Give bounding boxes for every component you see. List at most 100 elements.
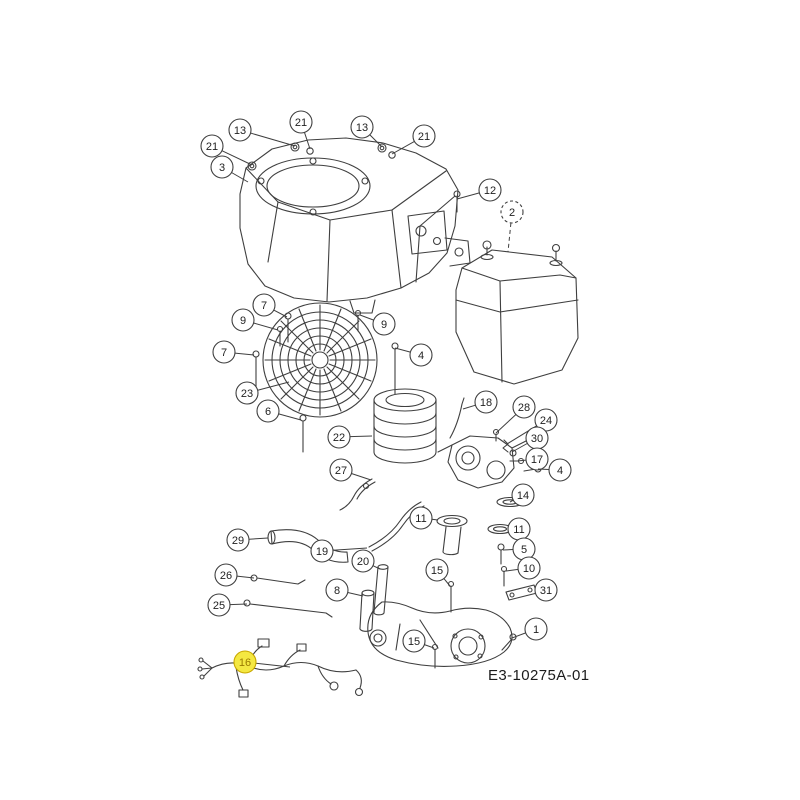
- callout-21[interactable]: 21: [391, 124, 436, 155]
- callout-number: 21: [295, 117, 307, 129]
- callout-balloon[interactable]: [231, 308, 255, 332]
- callout-balloon[interactable]: [214, 563, 238, 587]
- callout-balloon[interactable]: [350, 115, 374, 139]
- leader-line: [257, 381, 290, 391]
- callout-number: 1: [533, 624, 539, 636]
- callout-9[interactable]: 9: [359, 312, 396, 336]
- callout-27[interactable]: 27: [329, 458, 372, 482]
- callout-20[interactable]: 20: [351, 549, 381, 573]
- leader-line: [332, 547, 368, 551]
- leader-line: [462, 404, 476, 410]
- callout-number: 4: [557, 465, 563, 477]
- callout-11[interactable]: 11: [409, 506, 439, 530]
- callout-8[interactable]: 8: [325, 578, 364, 602]
- callout-number: 19: [316, 546, 328, 558]
- callout-number: 4: [418, 350, 424, 362]
- callout-number: 3: [219, 162, 225, 174]
- callout-13[interactable]: 13: [228, 118, 296, 147]
- callout-balloon[interactable]: [425, 558, 449, 582]
- callout-balloon[interactable]: [409, 343, 433, 367]
- callout-balloon[interactable]: [210, 155, 234, 179]
- callout-7[interactable]: 7: [212, 340, 255, 364]
- callout-balloon[interactable]: [534, 578, 558, 602]
- callout-balloon[interactable]: [512, 395, 536, 419]
- callout-balloon[interactable]: [548, 458, 572, 482]
- callout-balloon[interactable]: [256, 399, 280, 423]
- callout-15[interactable]: 15: [425, 558, 451, 587]
- callout-11[interactable]: 11: [507, 517, 531, 541]
- callout-15[interactable]: 15: [402, 629, 435, 653]
- callout-7[interactable]: 7: [252, 293, 288, 318]
- leader-line: [394, 347, 411, 353]
- callout-balloon[interactable]: [212, 340, 236, 364]
- wiring-harness-drawing: [197, 638, 364, 698]
- callout-balloon[interactable]: [310, 539, 334, 563]
- callout-number: 27: [335, 465, 347, 477]
- callout-number: 24: [540, 415, 552, 427]
- callout-balloon[interactable]: [524, 617, 548, 641]
- callout-number: 28: [518, 402, 530, 414]
- callout-19[interactable]: 19: [310, 539, 368, 563]
- callout-21[interactable]: 21: [289, 110, 313, 150]
- callout-balloon[interactable]: [226, 528, 250, 552]
- callout-30[interactable]: 30: [511, 426, 549, 453]
- callout-26[interactable]: 26: [214, 563, 255, 587]
- callout-balloon[interactable]: [327, 425, 351, 449]
- callout-balloon[interactable]: [289, 110, 313, 134]
- callout-29[interactable]: 29: [226, 528, 269, 552]
- leader-line: [221, 150, 253, 166]
- leader-line: [516, 459, 527, 462]
- callout-10[interactable]: 10: [505, 556, 541, 580]
- callout-21[interactable]: 21: [200, 134, 253, 166]
- callout-balloon[interactable]: [235, 381, 259, 405]
- callout-25[interactable]: 25: [207, 593, 248, 617]
- callout-4[interactable]: 4: [394, 343, 433, 367]
- callout-balloon[interactable]: [372, 312, 396, 336]
- leader-line: [456, 192, 480, 200]
- callout-13[interactable]: 13: [350, 115, 383, 148]
- callout-balloon[interactable]: [517, 556, 541, 580]
- callout-4[interactable]: 4: [537, 458, 572, 482]
- callout-1[interactable]: 1: [511, 617, 548, 641]
- callout-12[interactable]: 12: [456, 178, 502, 202]
- callout-6[interactable]: 6: [256, 399, 302, 423]
- leader-line: [231, 172, 249, 183]
- callout-balloon[interactable]: [325, 578, 349, 602]
- fan-screen-drawing: [262, 302, 378, 418]
- callout-23[interactable]: 23: [235, 381, 290, 405]
- callout-22[interactable]: 22: [327, 425, 373, 449]
- leader-line: [511, 632, 526, 639]
- callout-balloon[interactable]: [329, 458, 353, 482]
- callout-balloon[interactable]: [409, 506, 433, 530]
- callout-16[interactable]: 16: [233, 650, 291, 674]
- callout-17[interactable]: 17: [516, 447, 549, 471]
- callout-number: 9: [381, 319, 387, 331]
- callout-2[interactable]: 2: [500, 200, 524, 253]
- callout-balloon[interactable]: [207, 593, 231, 617]
- callout-3[interactable]: 3: [210, 155, 249, 183]
- callout-14[interactable]: 14: [509, 483, 535, 507]
- callout-balloon[interactable]: [351, 549, 375, 573]
- muffler-assembly-drawing: [367, 543, 538, 669]
- callout-balloon[interactable]: [511, 483, 535, 507]
- callout-balloon[interactable]: [200, 134, 224, 158]
- callout-28[interactable]: 28: [495, 395, 536, 434]
- callout-balloon[interactable]: [478, 178, 502, 202]
- callout-balloon[interactable]: [500, 200, 524, 224]
- callout-balloon[interactable]: [228, 118, 252, 142]
- leader-line: [278, 413, 302, 421]
- callout-balloon[interactable]: [474, 390, 498, 414]
- callout-31[interactable]: 31: [534, 578, 558, 602]
- part-code: E3-10275A-01: [488, 667, 590, 684]
- leader-line: [509, 499, 514, 503]
- callout-9[interactable]: 9: [231, 308, 279, 332]
- callout-balloon[interactable]: [525, 447, 549, 471]
- callout-balloon[interactable]: [252, 293, 276, 317]
- callout-18[interactable]: 18: [462, 390, 498, 414]
- callout-balloon[interactable]: [233, 650, 257, 674]
- callout-balloon[interactable]: [412, 124, 436, 148]
- callout-balloon[interactable]: [402, 629, 426, 653]
- mid-bolts-drawing: [252, 309, 399, 453]
